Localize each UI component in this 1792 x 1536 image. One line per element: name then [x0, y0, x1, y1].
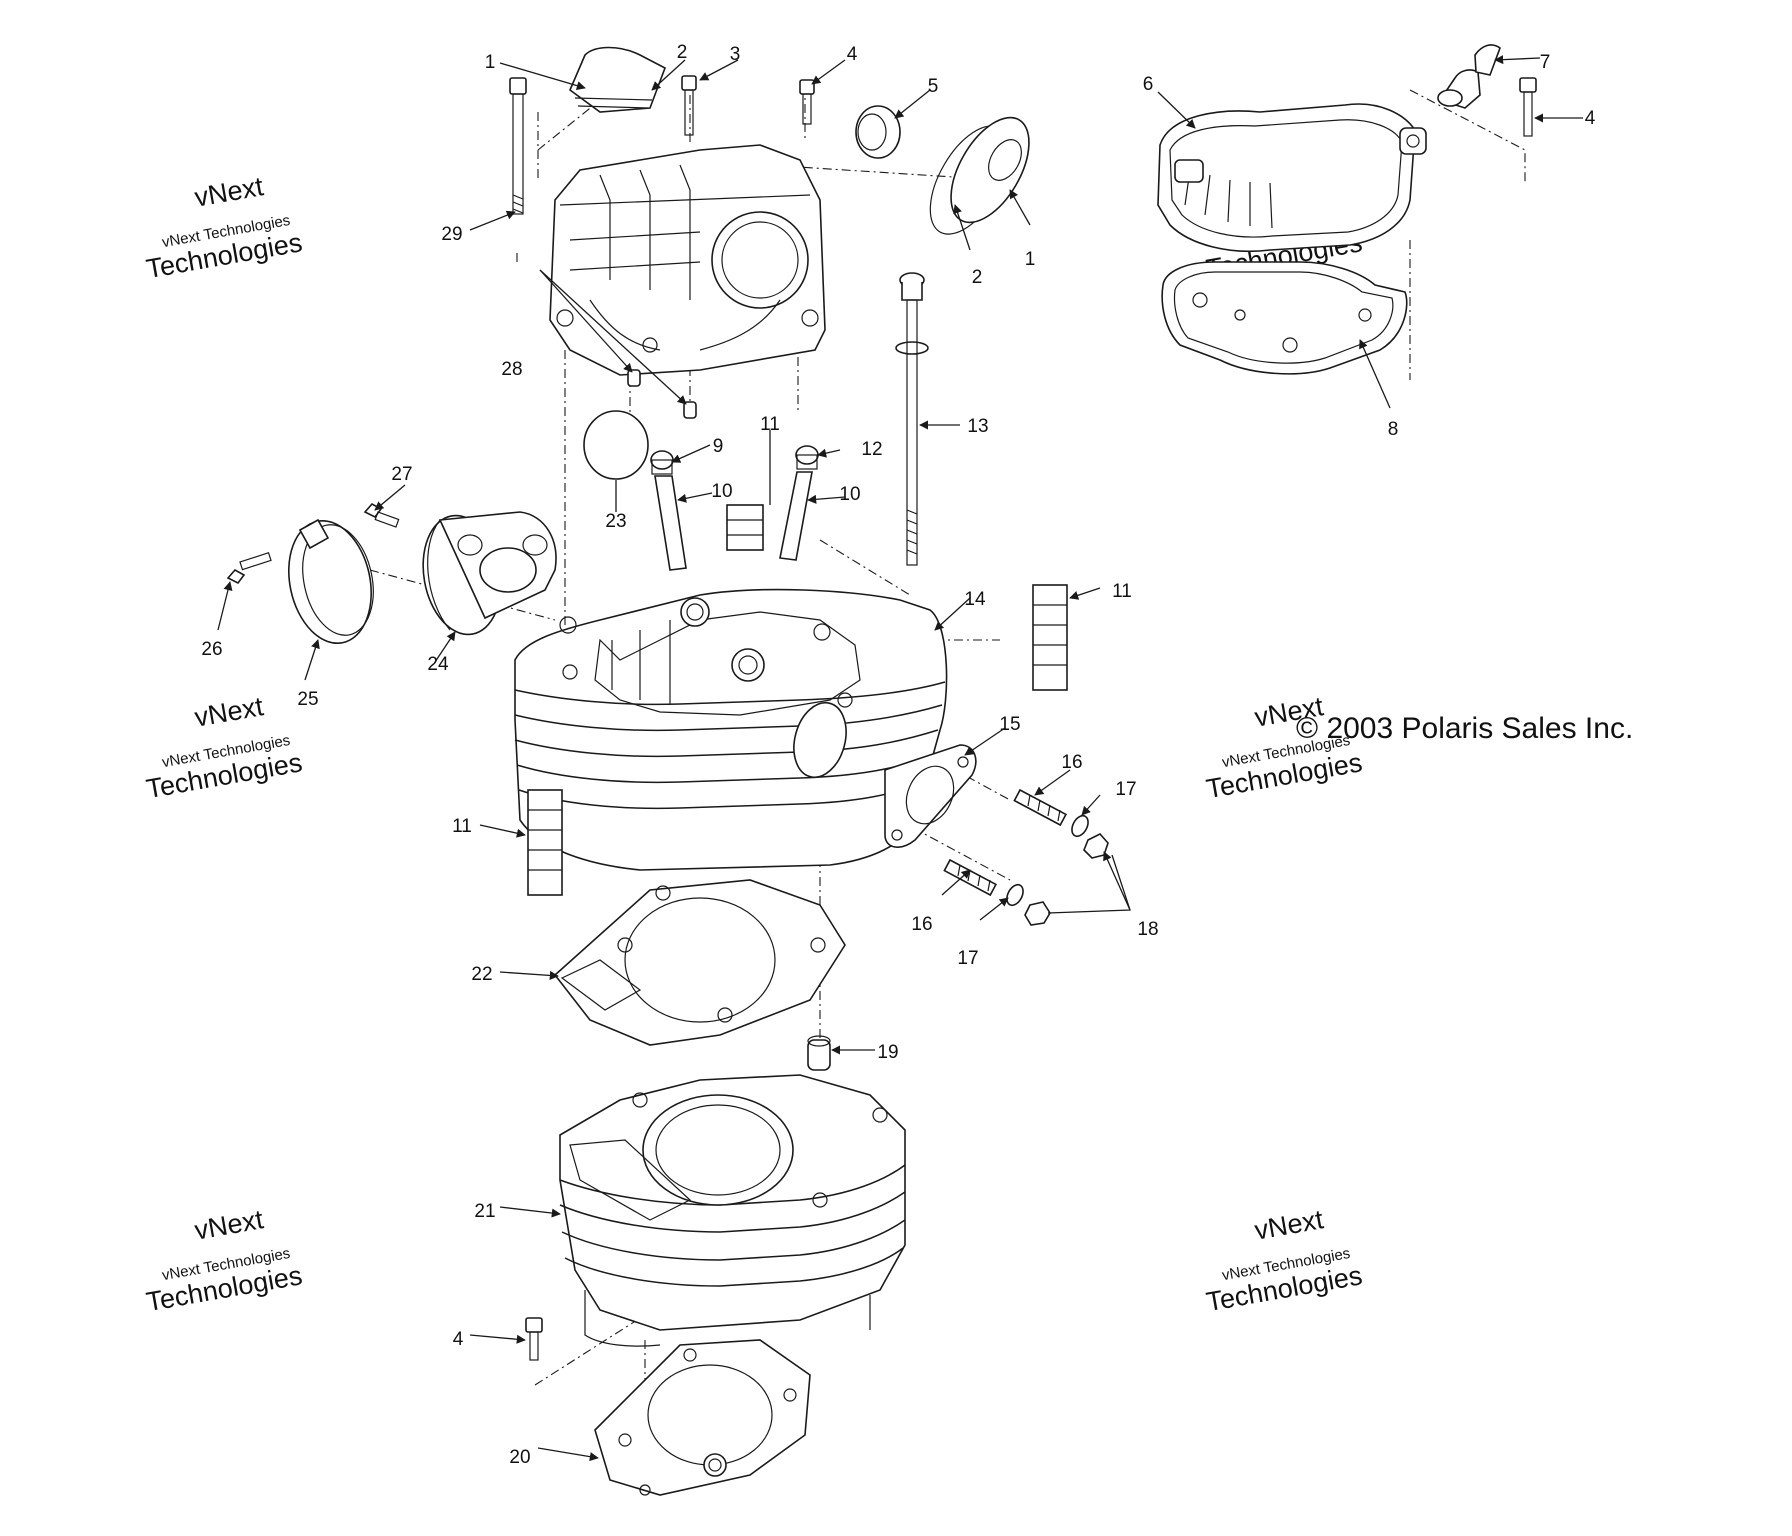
callout-16: 16	[1061, 752, 1082, 773]
callout-10: 10	[839, 484, 860, 505]
callout-16: 16	[911, 914, 932, 935]
watermark-text: vNext	[1252, 1204, 1326, 1246]
valve-cover-assembly	[1157, 44, 1537, 375]
callout-22: 22	[471, 964, 492, 985]
callout-29: 29	[441, 224, 462, 245]
callout-4: 4	[453, 1329, 464, 1350]
callout-11: 11	[1112, 581, 1132, 602]
callout-12: 12	[861, 439, 882, 460]
valve-parts	[650, 272, 929, 571]
callout-15: 15	[999, 714, 1020, 735]
watermark-text: vNext	[192, 1204, 266, 1246]
callout-14: 14	[964, 589, 986, 610]
callout-9: 9	[713, 436, 724, 457]
callout-6: 6	[1143, 74, 1154, 95]
damper-blocks	[527, 584, 1068, 896]
callout-24: 24	[427, 654, 449, 675]
callout-5: 5	[928, 76, 939, 97]
callout-13: 13	[967, 416, 988, 437]
callout-7: 7	[1540, 52, 1551, 73]
watermark-text: vNext	[192, 691, 266, 733]
callout-17: 17	[1115, 779, 1136, 800]
callout-4: 4	[847, 44, 858, 65]
callout-2: 2	[677, 42, 688, 63]
callout-26: 26	[201, 639, 222, 660]
callout-18: 18	[1137, 919, 1158, 940]
copyright-notice: © 2003 Polaris Sales Inc.	[1296, 712, 1633, 745]
callout-28: 28	[501, 359, 522, 380]
callout-3: 3	[730, 44, 741, 65]
callout-leaders	[217, 55, 1583, 1462]
camshaft-housing	[509, 46, 1030, 480]
callout-25: 25	[297, 689, 318, 710]
callout-11: 11	[760, 414, 780, 435]
callout-19: 19	[877, 1042, 898, 1063]
base-gasket	[594, 1339, 811, 1496]
callout-21: 21	[474, 1201, 495, 1222]
callout-17: 17	[957, 948, 978, 969]
callout-2: 2	[972, 267, 983, 288]
head-gasket	[553, 879, 846, 1071]
callout-8: 8	[1388, 419, 1399, 440]
callout-27: 27	[391, 464, 412, 485]
watermark-text: vNext	[192, 171, 266, 213]
callout-1: 1	[485, 52, 496, 73]
callout-10: 10	[711, 481, 732, 502]
intake-parts	[226, 502, 557, 645]
callout-11: 11	[452, 816, 472, 837]
callout-20: 20	[509, 1447, 530, 1468]
cylinder-head	[514, 588, 977, 871]
cylinder	[525, 1074, 906, 1361]
callout-1: 1	[1025, 249, 1036, 270]
callout-23: 23	[605, 511, 626, 532]
callout-4: 4	[1585, 108, 1596, 129]
